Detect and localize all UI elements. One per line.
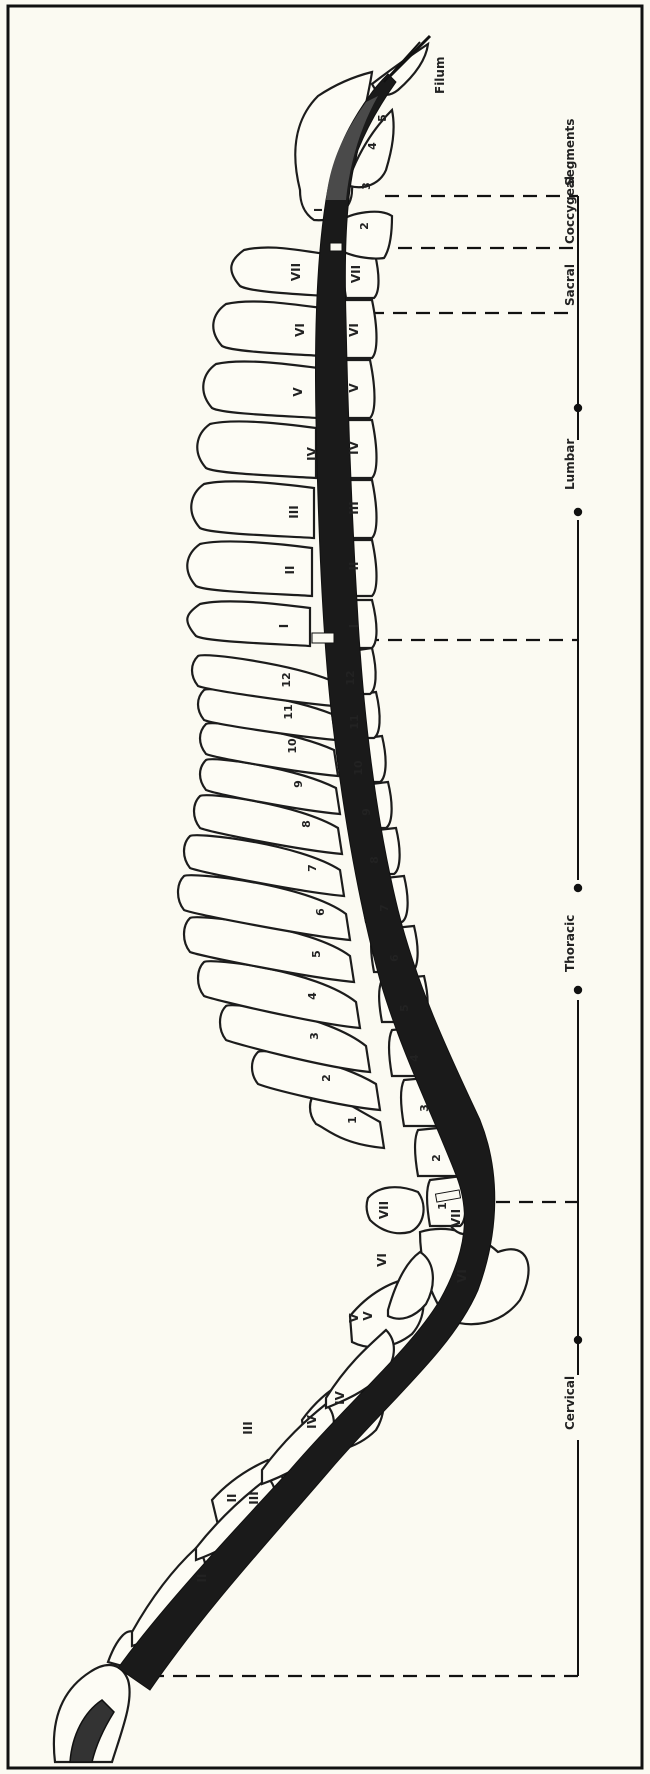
lumbar-spine-label-V: V	[291, 387, 305, 397]
thoracic-body-label-3: 3	[418, 1104, 431, 1112]
sacral-label: Sacral	[563, 264, 577, 306]
thoracic-spine-label-9: 9	[292, 780, 305, 788]
cervical-body-label-V: V	[361, 1311, 375, 1321]
sacral-label-3: 3	[360, 182, 373, 190]
thoracic-spine-label-8: 8	[300, 820, 313, 828]
cervical-body-label-III: III	[241, 1421, 255, 1434]
cervical-label-VII: VII	[377, 1201, 391, 1219]
cervical-label-VI: VI	[375, 1253, 389, 1267]
thoracic-body-label-8: 8	[368, 856, 381, 864]
thoracic-body-label-4: 4	[408, 1054, 421, 1062]
thoracic-body-label-9: 9	[360, 808, 373, 816]
thoracic-spine-label-1: 1	[346, 1116, 359, 1124]
axis-dot	[575, 1337, 581, 1343]
lumbar-spinous-process-4	[197, 421, 316, 478]
axis-dot	[575, 885, 581, 891]
thoracic-body-label-6: 6	[388, 954, 401, 962]
skull-base	[54, 1631, 138, 1762]
thoracic-body-label-12: 12	[344, 670, 357, 685]
cervical-label-II: II	[195, 1574, 209, 1583]
thoracic-spine-label-3: 3	[308, 1032, 321, 1040]
lumbar-spine-label-III: III	[287, 505, 301, 518]
lumbar-body-label-VI: VI	[347, 323, 361, 337]
segments-label: Segments	[563, 119, 577, 186]
thoracic-body-label-7: 7	[378, 904, 391, 912]
thoracic-spine-label-2: 2	[320, 1074, 333, 1082]
lumbar-body-label-III: III	[347, 501, 361, 514]
lumbar-spine-label-VII: VII	[289, 263, 303, 281]
sacral-label-1: I	[312, 208, 325, 212]
axis-dot	[575, 405, 581, 411]
thoracic-body-label-5: 5	[398, 1004, 411, 1012]
lumbar-body-label-V: V	[347, 383, 361, 393]
thoracic-spine-label-5: 5	[310, 950, 323, 958]
lumbar-body-label-I: I	[347, 624, 361, 628]
cervical-body-label-VII: VII	[449, 1209, 463, 1227]
thoracic-label: Thoracic	[563, 915, 577, 972]
lumbar-label: Lumbar	[563, 439, 577, 490]
cervical-arch-VII	[367, 1187, 424, 1233]
axis-dot	[575, 987, 581, 993]
lumbar-spine-label-II: II	[283, 566, 297, 575]
lumbar-spine-label-VI: VI	[293, 323, 307, 337]
filum-label: Filum	[433, 57, 447, 94]
lumbar-spinous-processes	[187, 247, 326, 646]
cervical-label: Cervical	[563, 1376, 577, 1430]
cervical-label-III: III	[247, 1491, 261, 1504]
thoracic-body-label-2: 2	[430, 1154, 443, 1162]
cervical-body-label-IV: IV	[333, 1390, 347, 1404]
lumbar-spinous-process-1	[187, 601, 310, 646]
thoracic-spine-label-6: 6	[314, 908, 327, 916]
sacral-label-5: 5	[376, 114, 389, 122]
cervical-body-label-II: II	[225, 1494, 239, 1503]
thoracic-spine-label-7: 7	[306, 864, 319, 872]
sacral-label-2: 2	[358, 222, 371, 230]
thoracic-spine-label-4: 4	[306, 992, 319, 1000]
cervical-label-V: V	[347, 1313, 361, 1323]
lumbar-body-label-IV: IV	[347, 440, 361, 454]
thoracic-body-label-11: 11	[348, 714, 361, 729]
lumbar-spine-label-I: I	[277, 624, 291, 628]
lumbar-spinous-process-7	[231, 247, 326, 296]
lumbar-body-label-VII: VII	[349, 265, 363, 283]
thoracic-spine-label-12: 12	[280, 672, 293, 687]
sacral-label-4: 4	[366, 142, 379, 150]
lumbar-spine-label-IV: IV	[305, 446, 319, 460]
axis-dot	[575, 509, 581, 515]
lumbar-body-label-II: II	[347, 562, 361, 571]
thoracic-body-label-1: 1	[436, 1202, 449, 1210]
cervical-label-IV: IV	[305, 1414, 319, 1428]
cervical-body-label-VI: VI	[455, 1269, 469, 1283]
thoracic-spine-label-11: 11	[282, 704, 295, 719]
thoracic-body-label-10: 10	[352, 760, 365, 776]
thoracic-spine-label-10: 10	[286, 738, 299, 754]
